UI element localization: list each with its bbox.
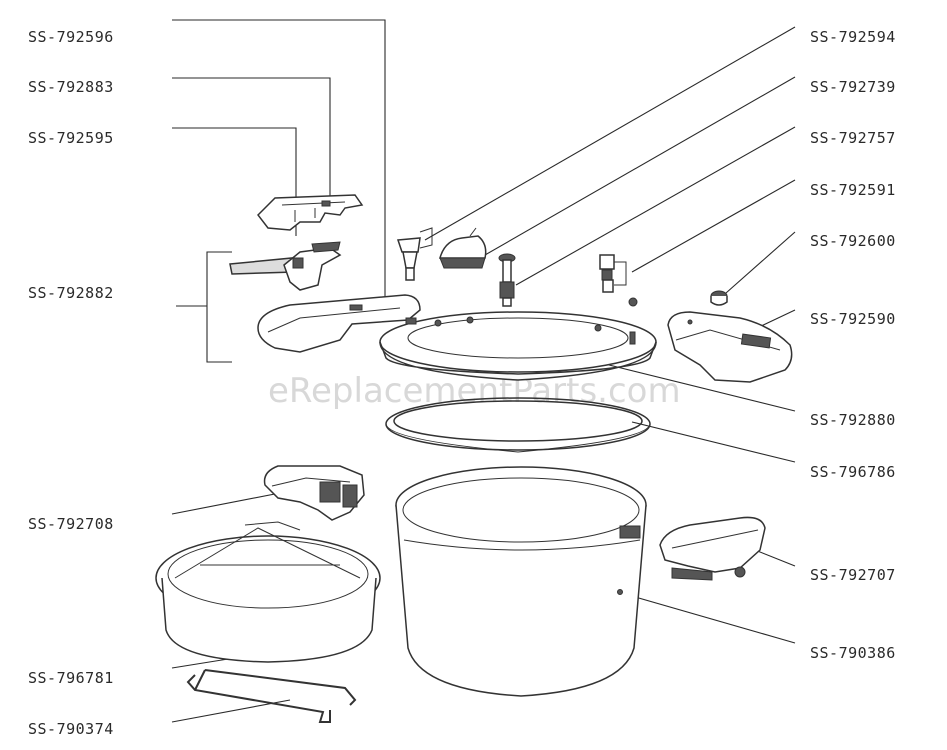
leader-792591 [631,179,796,273]
steamer-basket-part[interactable] [155,521,381,663]
part-label-792590[interactable]: SS-792590 [810,310,896,328]
handle-top-cover-part[interactable] [257,194,364,231]
leader-792708 [171,491,286,515]
pot-body-part[interactable] [395,466,647,697]
side-grip-part[interactable] [659,516,766,581]
leader-790386 [617,591,796,644]
leader-792600 [725,231,796,294]
leader-792739 [484,76,796,256]
trivet-wire-part[interactable] [186,669,357,723]
part-label-792594[interactable]: SS-792594 [810,28,896,46]
lid-part[interactable] [379,311,657,381]
safety-valve-cap-part[interactable] [439,227,487,269]
part-label-792883[interactable]: SS-792883 [28,78,114,96]
part-label-792591[interactable]: SS-792591 [810,181,896,199]
part-label-790374[interactable]: SS-790374 [28,720,114,738]
leader-792757 [515,126,796,286]
pressure-stem-part[interactable] [498,253,516,307]
leader-792880 [596,361,796,412]
gasket-ring-part[interactable] [385,397,651,453]
leader-792883 [172,77,331,205]
part-label-792596[interactable]: SS-792596 [28,28,114,46]
part-label-792757[interactable]: SS-792757 [810,129,896,147]
part-label-796781[interactable]: SS-796781 [28,669,114,687]
part-label-792595[interactable]: SS-792595 [28,129,114,147]
small-knob-part[interactable] [710,290,728,306]
part-label-790386[interactable]: SS-790386 [810,644,896,662]
part-label-792880[interactable]: SS-792880 [810,411,896,429]
pot-handle-part[interactable] [263,465,365,521]
part-label-792882[interactable]: SS-792882 [28,284,114,302]
part-label-792739[interactable]: SS-792739 [810,78,896,96]
handle-mechanism-part[interactable] [229,241,342,291]
bracket-792882 [206,251,232,363]
side-handle-cover-part[interactable] [667,311,793,383]
valve-weight-part[interactable] [396,227,433,281]
part-label-796786[interactable]: SS-796786 [810,463,896,481]
leader-796786 [631,421,796,463]
leader-792594 [424,26,796,241]
indicator-valve-part[interactable] [599,254,638,307]
part-label-792707[interactable]: SS-792707 [810,566,896,584]
handle-grip-part[interactable] [257,294,421,353]
watermark: eReplacementParts.com [268,371,681,411]
part-label-792708[interactable]: SS-792708 [28,515,114,533]
part-label-792600[interactable]: SS-792600 [810,232,896,250]
